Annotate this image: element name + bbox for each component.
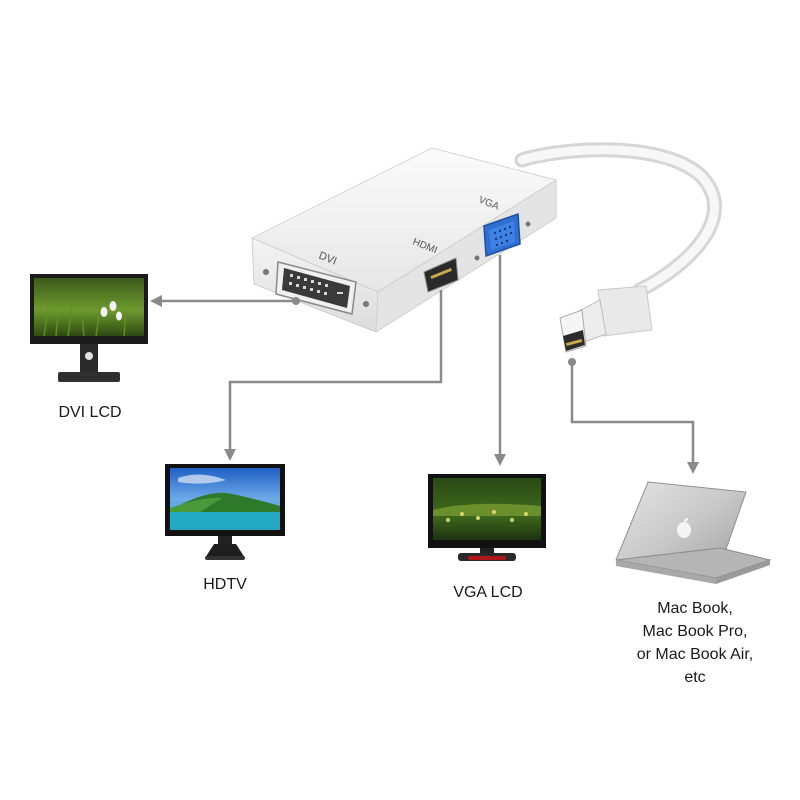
label-macbook-line3: or Mac Book Air,	[636, 646, 754, 663]
label-dvi-lcd: DVI LCD	[58, 404, 122, 421]
arrow-mac	[570, 362, 695, 462]
arrowhead-dvi	[150, 295, 162, 307]
cable-highlight	[517, 145, 719, 295]
arrow-origin-dvi	[292, 297, 300, 305]
label-hdtv: HDTV	[203, 576, 247, 593]
hdtv-monitor	[165, 464, 285, 560]
snowdrop-flowers-icon	[100, 301, 122, 321]
label-macbook-line2: Mac Book Pro,	[642, 623, 748, 640]
vga-port	[474, 212, 531, 261]
label-macbook: Mac Book, Mac Book Pro, or Mac Book Air,…	[610, 597, 780, 689]
label-macbook-line4: etc	[684, 669, 706, 686]
mini-displayport-connector	[559, 285, 653, 353]
dvi-port	[263, 261, 369, 315]
arrowhead-vga	[494, 454, 506, 466]
arrowhead-mac	[687, 462, 699, 474]
apple-logo-icon	[677, 518, 691, 538]
arrow-origin-mac	[568, 358, 576, 366]
vga-lcd-monitor	[428, 474, 546, 561]
label-vga-lcd: VGA LCD	[453, 584, 523, 601]
dvi-lcd-monitor	[30, 274, 148, 382]
arrowhead-hdmi	[224, 449, 236, 461]
arrow-hdmi	[228, 290, 443, 450]
label-macbook-line1: Mac Book,	[657, 600, 733, 617]
hdmi-port	[423, 257, 459, 293]
macbook-laptop	[615, 481, 772, 584]
